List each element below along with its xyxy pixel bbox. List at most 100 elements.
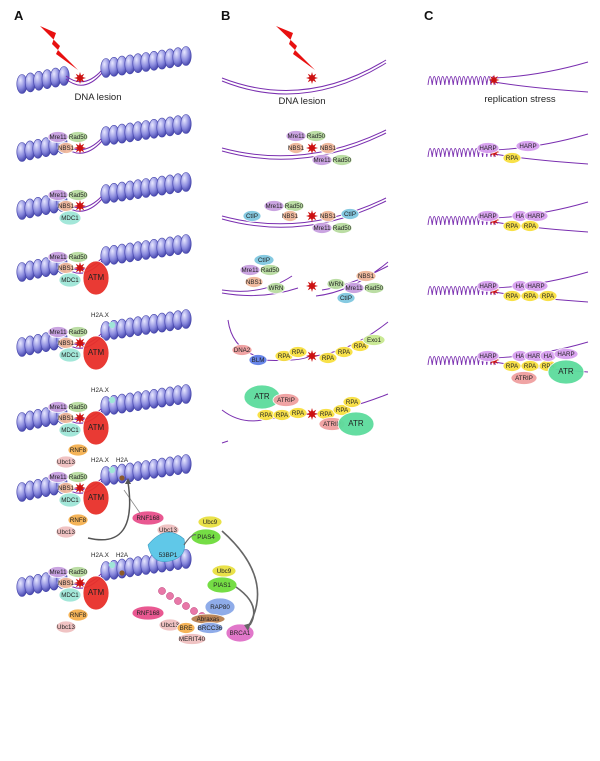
protein-mre11: Mre11	[343, 282, 365, 294]
dna-strand	[493, 81, 589, 93]
protein-merit40: MERIT40	[177, 633, 207, 645]
dna-strand	[65, 72, 103, 86]
protein-rad50: Rad50	[363, 282, 385, 294]
protein-rpa: RPA	[342, 396, 362, 408]
curved-arrow	[183, 534, 197, 546]
protein-label-rnf8: RNF8	[70, 517, 87, 524]
protein-mre11: Mre11	[47, 189, 69, 201]
protein-label-rpa: RPA	[292, 349, 305, 356]
protein-rpa: RPA	[520, 220, 540, 232]
protein-mre11: Mre11	[263, 200, 285, 212]
protein-label-atrip: ATRIP	[515, 375, 533, 382]
protein-label-rpa: RPA	[524, 363, 537, 370]
protein-label-atm: ATM	[88, 588, 105, 597]
protein-label-rad50: Rad50	[69, 192, 88, 199]
protein-label-atm: ATM	[88, 273, 105, 282]
protein-rpa: RPA	[332, 404, 352, 416]
nucleosome	[180, 549, 192, 569]
nucleosome	[180, 234, 192, 254]
dna-strand	[65, 69, 103, 83]
protein-rpa: RPA	[502, 360, 522, 372]
label-h2ax: H2A.X	[91, 552, 109, 559]
ubiquitin-chain-bead	[166, 592, 174, 600]
protein-atr: ATR	[337, 411, 375, 437]
panel-label-c: C	[424, 8, 434, 23]
dna-lesion-icon	[74, 262, 86, 274]
protein-label-rad50: Rad50	[307, 133, 326, 140]
label-h2a: H2A	[116, 552, 129, 559]
dna-strand	[493, 153, 589, 165]
protein-label-mre11: Mre11	[49, 254, 67, 261]
protein-label-nbs1: NBS1	[246, 279, 263, 286]
protein-atr: ATR	[547, 359, 585, 385]
ubiquitin-chain-bead	[158, 587, 166, 595]
protein-nbs1: NBS1	[57, 412, 75, 424]
protein-label-harp: HARP	[479, 145, 496, 152]
protein-label-nbs1: NBS1	[58, 203, 75, 210]
connector	[123, 489, 141, 514]
protein-mre11: Mre11	[47, 326, 69, 338]
protein-rad50: Rad50	[259, 264, 281, 276]
protein-rad50: Rad50	[67, 566, 89, 578]
dna-strand	[221, 197, 387, 225]
protein-label-nbs1: NBS1	[58, 485, 75, 492]
protein-label-nbs1: NBS1	[58, 145, 75, 152]
protein-rpa: RPA	[288, 346, 308, 358]
protein-ctip: CtIP	[253, 254, 275, 266]
protein-harp: HARP	[476, 350, 500, 362]
protein-label-harp_short: HA	[516, 213, 525, 220]
nucleosome	[58, 66, 70, 86]
protein-label-ctip: CtIP	[246, 213, 258, 220]
protein-label-mre11: Mre11	[49, 192, 67, 199]
label-h2ax: H2A.X	[91, 387, 109, 394]
protein-rpa: RPA	[272, 409, 292, 421]
dna-strand	[221, 129, 387, 157]
protein-label-harp: HARP	[527, 353, 544, 360]
panel-c-step-1: replication stress	[427, 61, 589, 105]
protein-label-atr: ATR	[558, 367, 574, 376]
nucleosome	[180, 384, 192, 404]
dna-lesion-icon	[306, 350, 318, 362]
panel-a-step-1: DNA lesion	[16, 46, 192, 103]
arrowhead-icon	[125, 478, 131, 484]
protein-atm: ATM	[82, 410, 110, 446]
protein-label-exo1: Exo1	[367, 337, 382, 344]
protein-nbs1: NBS1	[57, 577, 75, 589]
protein-label-ubc13: Ubc13	[57, 529, 75, 536]
protein-label-rad50: Rad50	[333, 225, 352, 232]
protein-label-harp: HARP	[479, 213, 496, 220]
protein-pias1: PIAS1	[206, 576, 238, 594]
protein-label-atr: ATR	[348, 419, 364, 428]
dna-strand	[221, 132, 387, 160]
dna-lesion-icon	[74, 72, 86, 84]
protein-label-mre11: Mre11	[49, 569, 67, 576]
protein-nbs1: NBS1	[319, 210, 337, 222]
protein-pias4: PIAS4	[190, 528, 222, 546]
protein-label-mdc1: MDC1	[61, 427, 79, 434]
protein-brca1: BRCA1	[225, 623, 255, 643]
protein-label-nbs1: NBS1	[320, 145, 337, 152]
protein-brcc36: BRCC36	[196, 622, 224, 634]
protein-mdc1: MDC1	[58, 272, 82, 288]
protein-atrip: ATRIP	[272, 393, 300, 407]
protein-label-rpa: RPA	[276, 412, 289, 419]
protein-harp: HARP	[523, 210, 549, 222]
ubiquitin-mark	[119, 475, 125, 481]
arrowhead-icon	[244, 623, 251, 631]
protein-label-pias4: PIAS4	[197, 534, 215, 541]
protein-label-atrip: ATRIP	[323, 421, 341, 428]
protein-nbs1: NBS1	[57, 337, 75, 349]
protein-label-mre11: Mre11	[49, 474, 67, 481]
protein-mre11: Mre11	[47, 401, 69, 413]
protein-label-mre11: Mre11	[265, 203, 283, 210]
protein-mre11: Mre11	[311, 222, 333, 234]
lightning-bolt-icon-a	[40, 26, 78, 70]
nucleosome	[180, 454, 192, 474]
protein-blm: BLM	[248, 354, 268, 366]
